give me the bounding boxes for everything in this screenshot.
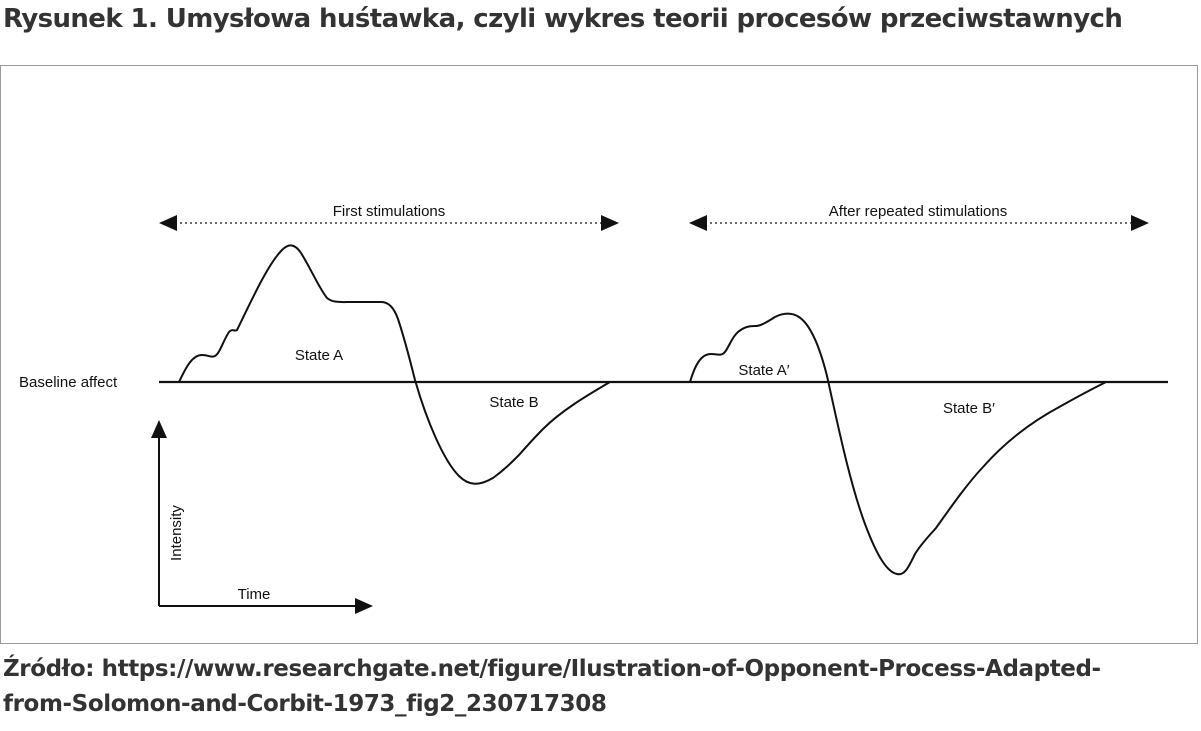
source-line-1: Źródło: https://www.researchgate.net/fig… [3, 656, 1101, 682]
repeated-stimulations-arrow [689, 215, 1149, 231]
opponent-process-diagram: First stimulations After repeated stimul… [19, 203, 1168, 614]
state-a-label: State A [295, 347, 343, 364]
right-arrowhead-icon [1131, 215, 1149, 231]
state-b-label: State B [489, 394, 538, 411]
baseline-label: Baseline affect [19, 374, 118, 391]
diagram-frame: First stimulations After repeated stimul… [0, 65, 1198, 644]
repeated-stimulations-label: After repeated stimulations [829, 203, 1007, 220]
left-arrowhead-icon [159, 215, 177, 231]
figure-source: Źródło: https://www.researchgate.net/fig… [3, 652, 1198, 722]
right-arrowhead-icon [601, 215, 619, 231]
state-a-prime-label: State A′ [738, 362, 789, 379]
state-b-prime-label: State B′ [943, 400, 995, 417]
time-axis-label: Time [238, 586, 271, 603]
right-arrowhead-icon [355, 598, 373, 614]
up-arrowhead-icon [151, 420, 167, 438]
intensity-time-axes [151, 420, 373, 614]
first-stimulations-arrow [159, 215, 619, 231]
first-stimulation-curve [178, 244, 611, 485]
source-line-2: from-Solomon-and-Corbit-1973_fig2_230717… [3, 691, 607, 717]
left-arrowhead-icon [689, 215, 707, 231]
figure-title: Rysunek 1. Umysłowa huśtawka, czyli wykr… [3, 4, 1123, 34]
intensity-axis-label: Intensity [168, 505, 185, 561]
repeated-stimulation-curve [689, 312, 1107, 576]
first-stimulations-label: First stimulations [333, 203, 446, 220]
